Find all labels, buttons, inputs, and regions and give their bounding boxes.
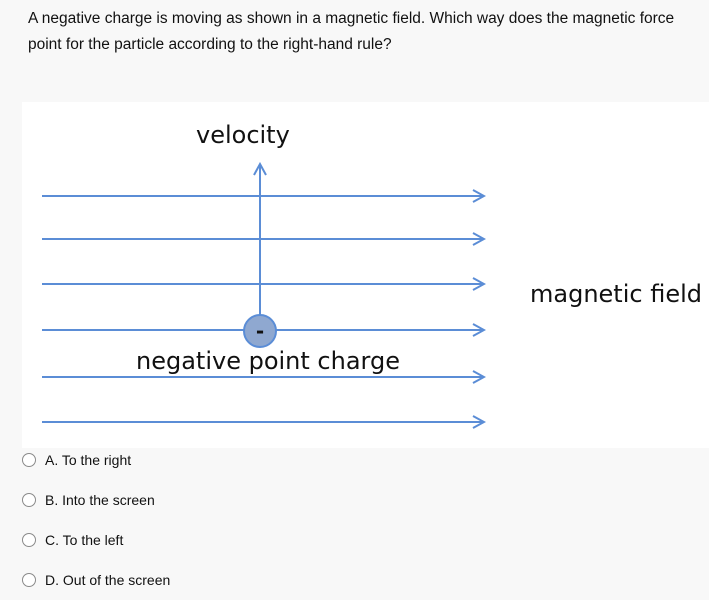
radio-option-c[interactable] [22,533,36,547]
option-b-label: B. Into the screen [45,492,155,508]
magnetic-field-diagram: - velocity magnetic field negative point… [22,102,709,448]
radio-option-b[interactable] [22,493,36,507]
option-b[interactable]: B. Into the screen [22,488,155,512]
radio-option-a[interactable] [22,453,36,467]
charge-sign: - [256,319,264,343]
option-c-label: C. To the left [45,532,124,548]
negative-point-charge-label: negative point charge [136,347,400,375]
radio-option-d[interactable] [22,573,36,587]
negative-charge-icon [243,314,277,348]
diagram-svg: - velocity magnetic field negative point… [42,121,702,448]
option-d[interactable]: D. Out of the screen [22,568,170,592]
option-d-label: D. Out of the screen [45,572,171,588]
question-text: A negative charge is moving as shown in … [28,10,675,53]
option-a-label: A. To the right [45,452,132,468]
velocity-label: velocity [196,121,290,149]
option-a[interactable]: A. To the right [22,448,131,472]
magnetic-field-label: magnetic field [530,280,702,308]
option-c[interactable]: C. To the left [22,528,123,552]
